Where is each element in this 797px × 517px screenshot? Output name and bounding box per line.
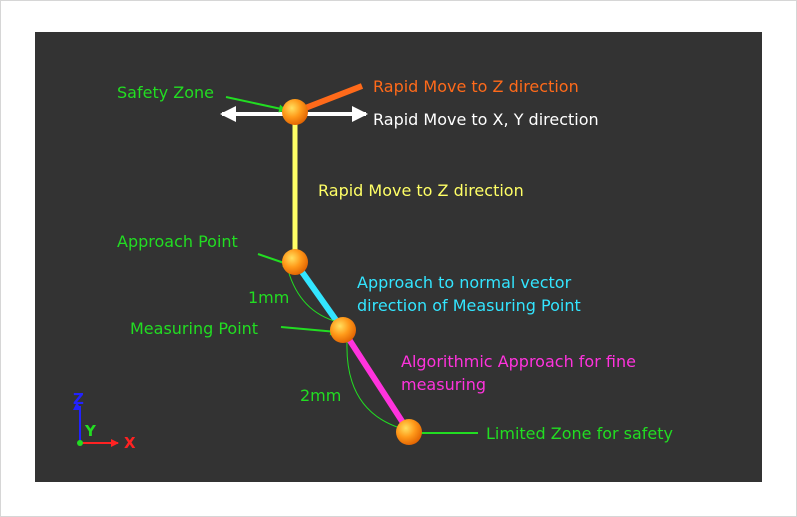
rapid-xy-label: Rapid Move to X, Y direction: [373, 110, 599, 129]
approach-normal-label-line2: direction of Measuring Point: [357, 296, 581, 315]
approach-point-label: Approach Point: [117, 232, 238, 251]
algorithmic-label-line1: Algorithmic Approach for fine: [401, 352, 636, 371]
limited-zone-point: [396, 419, 422, 445]
origin-dot: [77, 440, 83, 446]
safety-zone-point: [282, 99, 308, 125]
measuring-point-leader: [280, 326, 338, 336]
measuring-point-label: Measuring Point: [130, 319, 258, 338]
measuring-point: [330, 317, 356, 343]
axis-triad: Z Y X: [73, 390, 136, 452]
distance-arc-1mm: [287, 269, 339, 323]
rapid-z-mid-label: Rapid Move to Z direction: [318, 181, 524, 200]
algorithmic-approach-segment: [340, 328, 412, 434]
3d-viewport: [35, 32, 762, 482]
approach-point: [282, 249, 308, 275]
distance-arc-2mm: [346, 341, 401, 429]
rapid-z-top-label: Rapid Move to Z direction: [373, 77, 579, 96]
safety-zone-leader: [225, 96, 287, 113]
distance-1mm-label: 1mm: [248, 288, 289, 307]
algorithmic-label-line2: measuring: [401, 375, 486, 394]
limited-zone-label: Limited Zone for safety: [486, 424, 673, 443]
safety-zone-label: Safety Zone: [117, 83, 214, 102]
y-axis-label: Y: [84, 422, 97, 440]
approach-normal-segment: [292, 260, 346, 332]
z-axis-label: Z: [73, 390, 84, 408]
approach-normal-label-line1: Approach to normal vector: [357, 273, 572, 292]
distance-2mm-label: 2mm: [300, 386, 341, 405]
x-axis-label: X: [124, 434, 136, 452]
